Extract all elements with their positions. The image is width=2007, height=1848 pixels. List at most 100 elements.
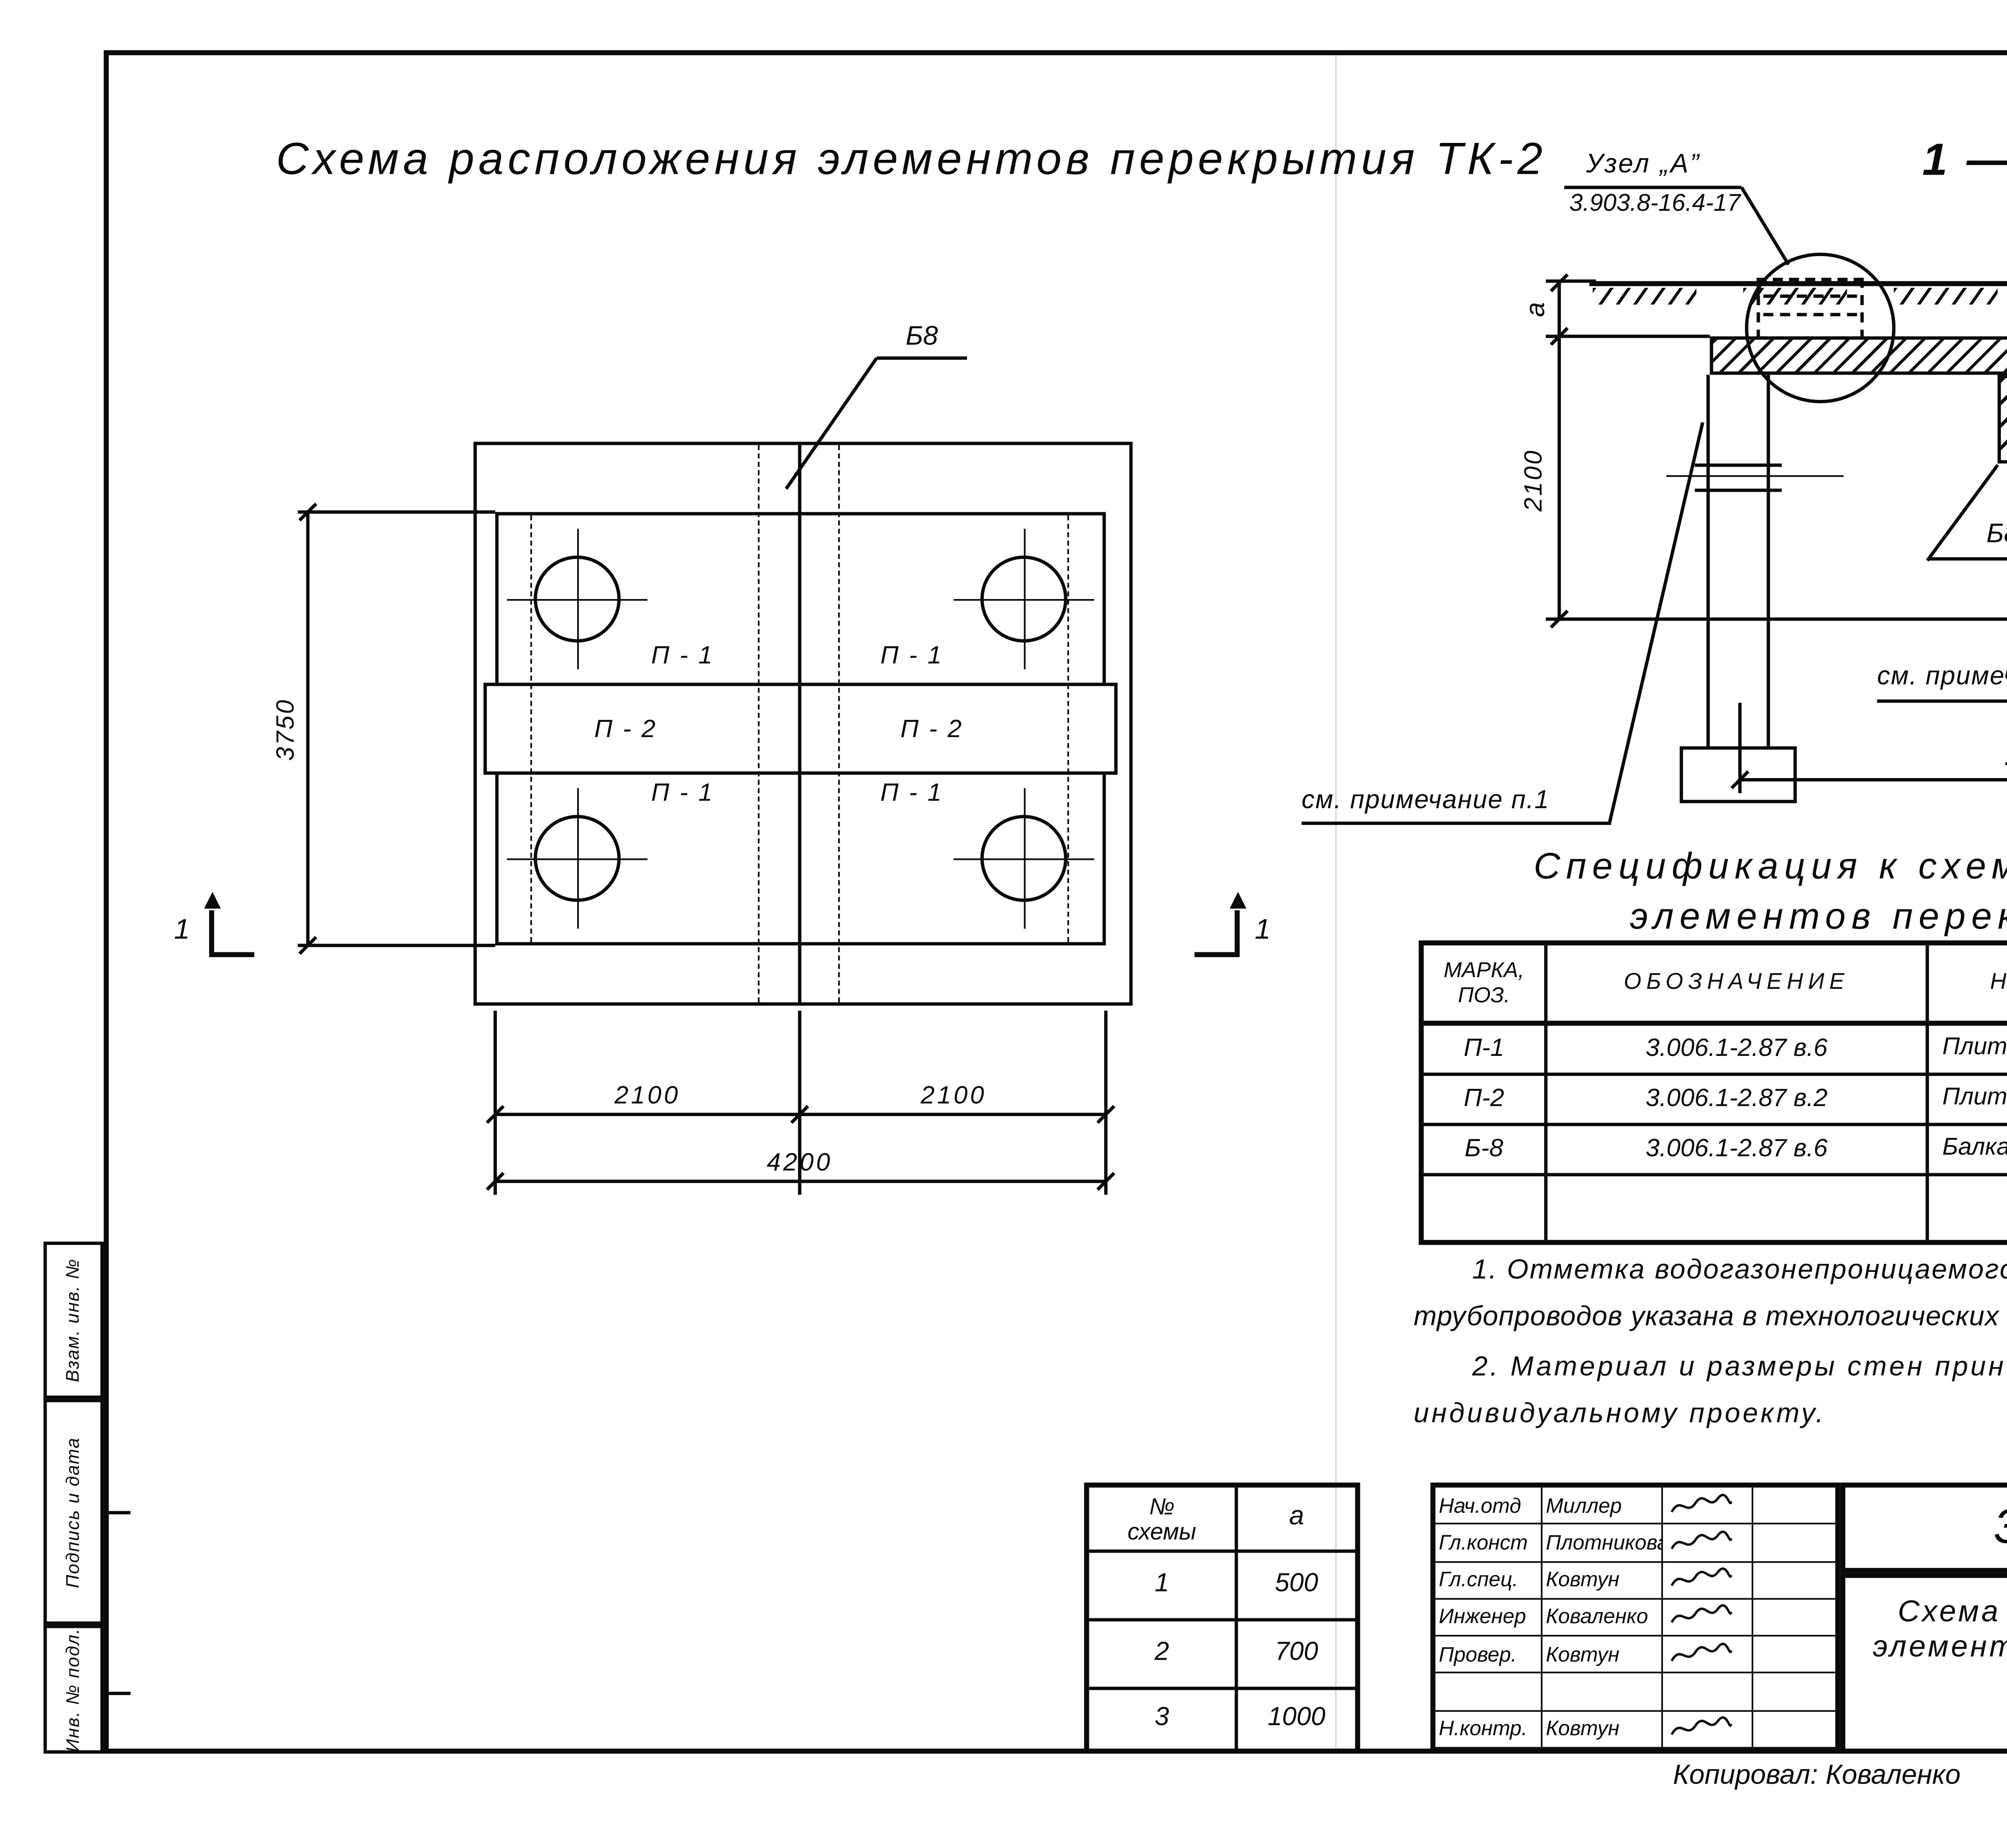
spec-cell: П-2	[1423, 1076, 1548, 1126]
staff-signature-cell	[1663, 1711, 1753, 1748]
scheme-header-a: а	[1238, 1487, 1355, 1553]
plan-slab-label: П - 2	[594, 715, 657, 744]
staff-role: Провер.	[1435, 1636, 1543, 1674]
signature	[1671, 1530, 1732, 1549]
titleblock-doc-number-cell: 3.903.8-16.4-12	[1840, 1482, 2007, 1573]
cut-mark-label: 1	[1254, 913, 1271, 945]
spec-cell-empty	[1929, 1176, 2007, 1240]
spec-title-line1: Спецификация к схеме расположения	[1533, 845, 2007, 887]
staff-role: Инженер	[1435, 1599, 1543, 1637]
sidebar-stamp-label: Инв. № подл.	[63, 1627, 84, 1752]
cut-mark-arrow	[203, 892, 220, 909]
staff-date-cell	[1753, 1487, 1836, 1525]
dim-line	[306, 512, 309, 945]
callout-underline	[1301, 821, 1611, 825]
staff-name: Коваленко	[1542, 1599, 1663, 1637]
section-column-left	[1706, 375, 1770, 746]
staff-date-cell	[1753, 1599, 1836, 1637]
cut-mark-line	[209, 910, 214, 958]
note-line: 2. Материал и размеры стен принимаются п…	[1472, 1352, 2007, 1382]
staff-role: Н.контр.	[1435, 1711, 1543, 1748]
plan-slab-label: П - 2	[900, 715, 963, 744]
column-break-mark	[1666, 475, 1844, 477]
spec-cell: 3.006.1-2.87 в.2	[1547, 1076, 1929, 1126]
cut-mark-label: 1	[174, 913, 190, 945]
dim-extension	[297, 510, 495, 513]
note-line: 1. Отметка водогазонепроницаемого сальни…	[1472, 1255, 2007, 1285]
spec-cell-empty	[1424, 1176, 1548, 1240]
spec-cell: Плита перекрытия П21д-8	[1929, 1076, 2007, 1126]
staff-role: Нач.отд	[1435, 1487, 1543, 1525]
section-dim-depth: 2100	[1520, 449, 1549, 512]
scheme-cell: 2	[1089, 1621, 1238, 1690]
plan-dashed-line	[758, 445, 760, 1002]
scheme-cell: 3	[1089, 1690, 1238, 1749]
staff-date-cell	[1753, 1636, 1836, 1674]
plan-slab-label: П - 1	[651, 779, 714, 808]
column-break-mark	[1695, 463, 1782, 467]
scheme-cell: 700	[1238, 1622, 1355, 1690]
staff-name: Плотникова	[1542, 1525, 1663, 1562]
signature-tick	[100, 1511, 131, 1514]
dim-line	[1740, 778, 2007, 781]
staff-name: Ковтун	[1542, 1711, 1663, 1748]
spec-cell: Б-8	[1423, 1126, 1548, 1177]
dim-extension	[493, 1011, 496, 1195]
callout-underline	[1564, 185, 1742, 189]
cut-mark-line	[1234, 910, 1240, 958]
spec-header-name: НАИМЕНОВАНИЕ	[1929, 945, 2007, 1026]
dim-line	[495, 1180, 1106, 1182]
cut-mark-arrow	[1229, 892, 1246, 909]
dim-extension	[1546, 617, 2007, 620]
staff-signature-cell	[1663, 1599, 1753, 1637]
callout-underline	[1877, 699, 2007, 703]
sidebar-stamp-label: Взам. инв. №	[63, 1258, 84, 1382]
plan-opening-circle	[507, 529, 647, 670]
sidebar-stamp-podpis: Подпись и дата	[43, 1399, 104, 1625]
dim-extension	[1546, 334, 1710, 337]
staff-signature-cell	[1663, 1525, 1753, 1562]
plan-dashed-line	[838, 445, 840, 1002]
staff-role: Гл.спец.	[1435, 1562, 1543, 1599]
note-line: индивидуальному проекту.	[1413, 1399, 1826, 1429]
section-title: 1 — 1	[1922, 134, 2007, 185]
spec-header-designation: ОБОЗНАЧЕНИЕ	[1547, 945, 1929, 1026]
staff-name	[1542, 1674, 1663, 1711]
plan-dim-left: 2100	[614, 1082, 681, 1110]
titleblock-title-line: Схема расположения	[1898, 1595, 2007, 1628]
titleblock-staff-table: Нач.отд Миллер Гл.конст Плотникова Гл.сп…	[1430, 1482, 1840, 1754]
dim-extension	[1738, 703, 1741, 793]
detail-circle	[1745, 253, 1896, 403]
spec-cell: 3.006.1-2.87 в.6	[1547, 1126, 1929, 1177]
pipe-sleeve-dashed	[1757, 277, 1864, 340]
callout-underline	[876, 356, 967, 360]
staff-date-cell	[1753, 1674, 1836, 1711]
staff-role: Гл.конст	[1435, 1525, 1543, 1562]
signature-tick	[100, 1691, 131, 1694]
copied-by: Копировал: Коваленко	[1673, 1760, 1961, 1791]
ground-line	[1589, 281, 2007, 285]
fold-line	[1335, 55, 1337, 1749]
plan-slab-label: П - 1	[651, 642, 714, 670]
sidebar-stamp-vzam: Взам. инв. №	[43, 1241, 104, 1399]
staff-signature-cell	[1663, 1562, 1753, 1599]
spec-title-line2: элементов перекрытия ТК-2	[1630, 895, 2007, 937]
plan-opening-circle	[507, 788, 647, 929]
titleblock-title-cell: Схема расположения элементов перекрытия …	[1840, 1573, 2007, 1754]
signature	[1671, 1605, 1732, 1624]
spec-cell-empty	[1547, 1176, 1929, 1240]
plan-dashed-line	[1067, 515, 1069, 942]
staff-date-cell	[1753, 1525, 1836, 1562]
plan-dashed-line	[530, 515, 532, 942]
titleblock-title-line: элементов перекрытия	[1873, 1630, 2007, 1663]
spec-cell: БалкаБ8	[1929, 1126, 2007, 1177]
plan-slab-label: П - 1	[880, 642, 943, 670]
cut-mark-foot	[211, 952, 254, 958]
sidebar-stamp-inv: Инв. № подл.	[43, 1625, 104, 1754]
node-callout-label: Узел „А”	[1586, 151, 1701, 179]
signature	[1671, 1717, 1732, 1736]
callout-underline	[1927, 557, 2007, 561]
